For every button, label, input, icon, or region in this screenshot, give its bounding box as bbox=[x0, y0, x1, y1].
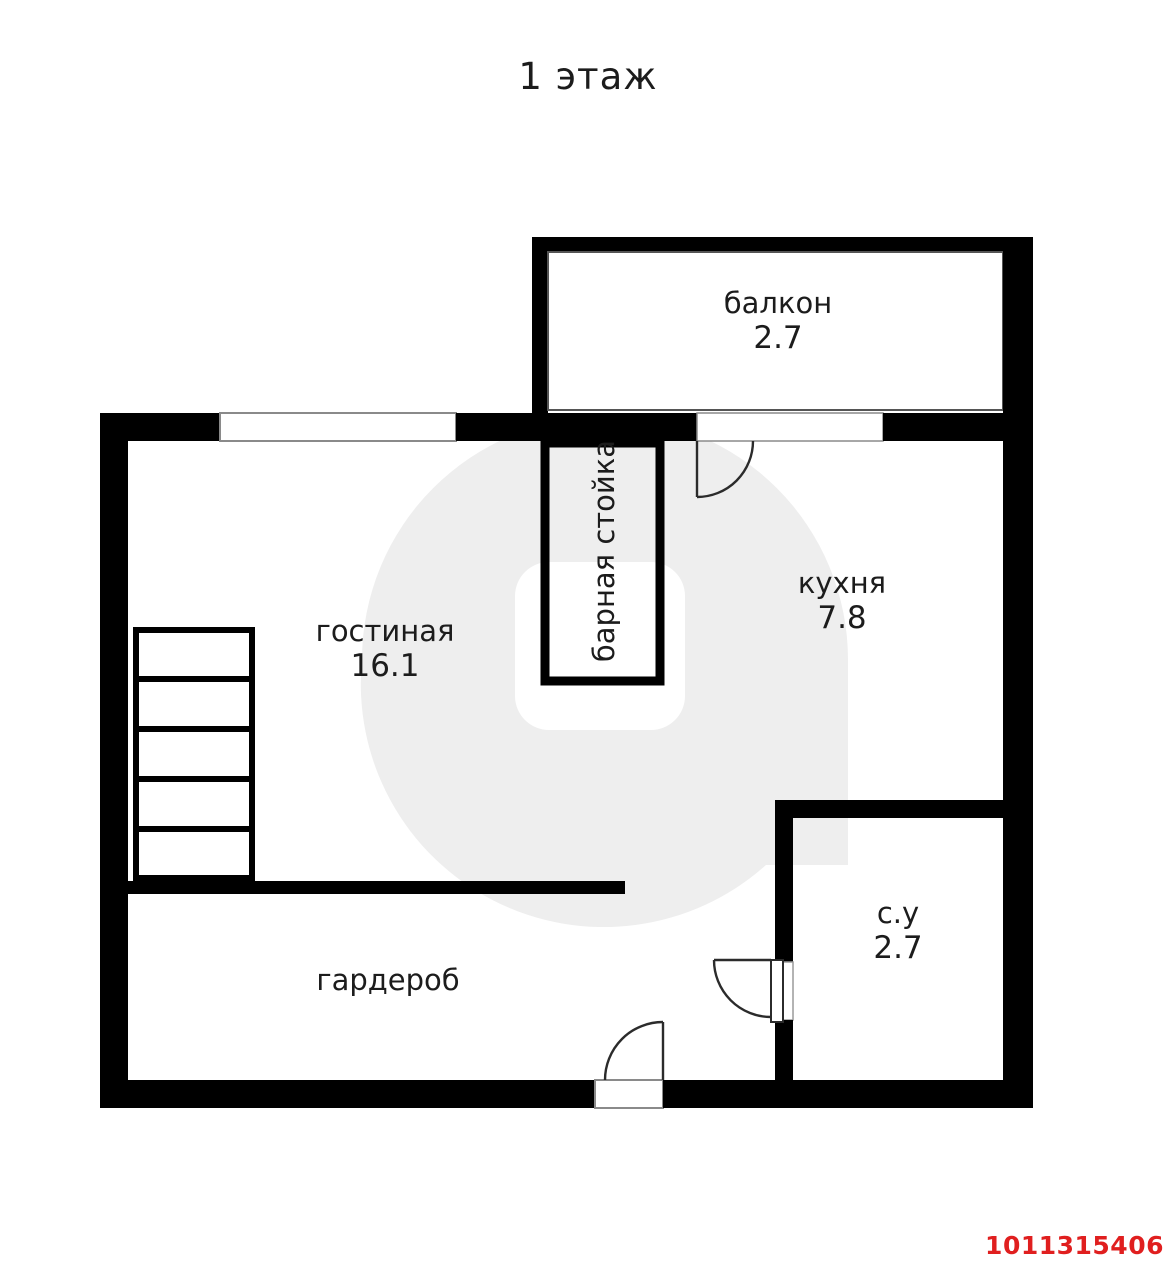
room-name-balcony: балкон bbox=[723, 286, 833, 320]
room-label-balcony: балкон 2.7 bbox=[678, 286, 878, 357]
fixture-label-bar-counter: барная стойка bbox=[587, 440, 621, 662]
room-label-bathroom: с.у 2.7 bbox=[798, 896, 998, 967]
room-name-wardrobe: гардероб bbox=[316, 963, 460, 997]
fixture-name-bar-counter: барная стойка bbox=[586, 439, 621, 663]
room-label-kitchen: кухня 7.8 bbox=[742, 566, 942, 637]
door-swings bbox=[603, 440, 784, 1081]
room-name-bathroom: с.у bbox=[876, 896, 920, 930]
room-name-kitchen: кухня bbox=[797, 566, 887, 600]
balcony-door-swing bbox=[695, 440, 755, 499]
exterior-walls bbox=[100, 412, 1033, 1109]
room-name-living-room: гостиная bbox=[315, 614, 455, 648]
wardrobe-door-swing bbox=[603, 1020, 665, 1081]
room-area-kitchen: 7.8 bbox=[817, 600, 867, 637]
partition-wall-wardrobe bbox=[128, 881, 625, 894]
room-area-balcony: 2.7 bbox=[753, 320, 803, 357]
bathroom-door-swing bbox=[712, 958, 784, 1023]
watermark-logo bbox=[360, 416, 849, 928]
room-area-bathroom: 2.7 bbox=[873, 930, 923, 967]
room-area-living-room: 16.1 bbox=[350, 648, 420, 685]
bar-counter-outline bbox=[540, 438, 665, 686]
plan-id-number: 1011315406 bbox=[985, 1231, 1164, 1260]
room-label-wardrobe: гардероб bbox=[288, 963, 488, 997]
page-title: 1 этаж bbox=[518, 55, 658, 98]
balcony-structure bbox=[532, 237, 1033, 432]
room-label-living-room: гостиная 16.1 bbox=[285, 614, 485, 685]
staircase bbox=[133, 627, 255, 881]
